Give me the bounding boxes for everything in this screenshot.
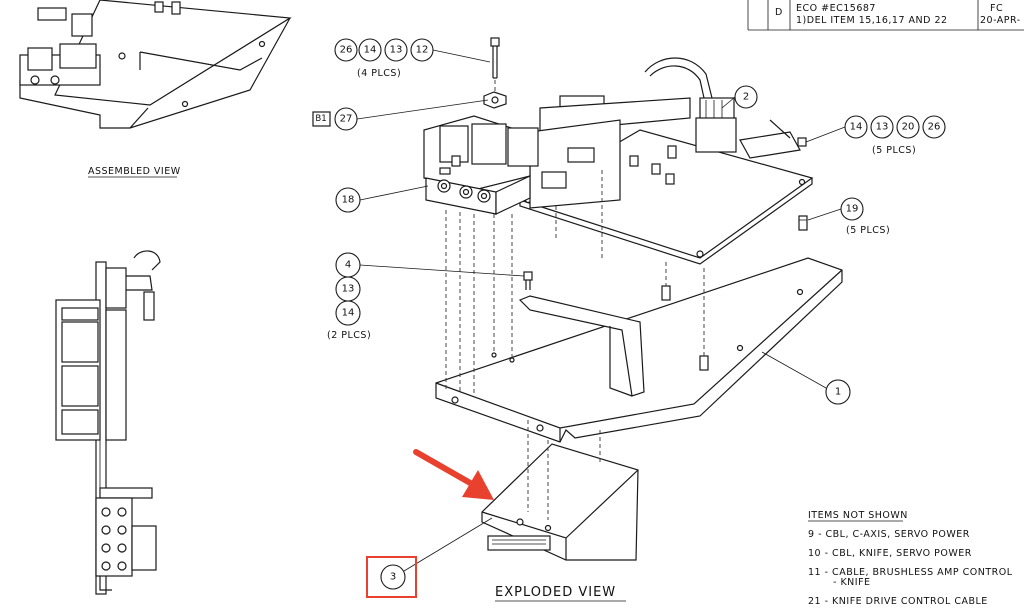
clamp-item-27 [483,91,507,109]
callout-item-1: 1 [761,351,851,405]
revision-description: 1)DEL ITEM 15,16,17 AND 22 [796,15,948,26]
revision-block: D ECO #EC15687 1)DEL ITEM 15,16,17 AND 2… [747,0,1024,31]
callout-top-group: 26 14 13 12 (4 PLCS) [334,38,491,79]
cable-assembly-item-2 [529,57,737,209]
screw-item-4 [523,271,533,290]
callout-item-3: 3 [380,517,493,590]
bracket-plate-item-1 [435,257,843,443]
callout-bubble [896,115,920,139]
callout-label: 26 [340,45,353,56]
list-item: 9 - CBL, C-AXIS, SERVO POWER [808,529,970,540]
callout-label: 18 [342,195,355,206]
callout-label: 26 [928,122,941,133]
callout-bubble [335,300,361,326]
callout-bubble [334,38,358,62]
callout-left-stack: 4 13 14 (2 PLCS) [327,252,525,341]
callout-label: 13 [342,284,355,295]
items-not-shown-heading: ITEMS NOT SHOWN [808,510,908,521]
revision-eco: ECO #EC15687 [796,3,876,14]
callout-bubble [922,115,946,139]
valve-manifold-item-18 [423,115,539,215]
list-item: 11 - CABLE, BRUSHLESS AMP CONTROL [808,567,1013,578]
list-item: - KNIFE [833,577,871,588]
list-item: 21 - KNIFE DRIVE CONTROL CABLE [808,596,988,607]
items-not-shown-list: ITEMS NOT SHOWN 9 - CBL, C-AXIS, SERVO P… [808,510,1013,607]
callout-item-2: 2 [721,85,758,109]
revision-date: 20-APR- [980,15,1021,26]
amplifier-module-item-3 [481,443,639,561]
b1-tag-label: B1 [315,114,326,124]
callout-b1: B1 27 [312,99,489,131]
callout-label: 13 [390,45,403,56]
exploded-view-label: EXPLODED VIEW [495,585,616,600]
highlight-arrow-icon [413,449,494,500]
callout-bubble [380,564,406,590]
callout-label: 14 [850,122,863,133]
callout-right-group: 14 13 20 26 (5 PLCS) [805,115,946,156]
callout-bubble [384,38,408,62]
revision-letter: D [775,7,783,18]
callout-label: 2 [743,92,749,103]
callout-label: 1 [835,387,841,398]
callout-label: 14 [364,45,377,56]
screw-item-12 [490,37,500,79]
callout-label: 4 [345,260,351,271]
callout-label: 27 [340,114,353,125]
callout-qty: (5 PLCS) [846,225,890,236]
callout-bubble [870,115,894,139]
list-item: 10 - CBL, KNIFE, SERVO POWER [808,548,972,559]
revision-approver: FC [990,3,1003,14]
b1-tag-box [312,111,331,127]
assembly-dashed-lines [445,80,705,520]
callout-item-19: 19 (5 PLCS) [807,197,890,236]
assembled-view-label: ASSEMBLED VIEW [88,166,181,177]
callout-qty: (4 PLCS) [357,68,401,79]
callout-label: 13 [876,122,889,133]
callout-label: 20 [902,122,915,133]
side-view-drawing [55,250,161,595]
callout-label: 19 [846,204,859,215]
callout-qty: (5 PLCS) [872,145,916,156]
assembled-view-drawing [19,0,292,129]
callout-label: 3 [390,572,396,583]
highlight-box [366,556,417,598]
callout-qty: (2 PLCS) [327,330,371,341]
fitting-item-14 [739,119,807,159]
callout-bubble [825,379,851,405]
callout-label: 14 [342,308,355,319]
callout-bubble [358,38,382,62]
callout-label: 12 [416,45,429,56]
callout-item-18: 18 [335,185,429,213]
